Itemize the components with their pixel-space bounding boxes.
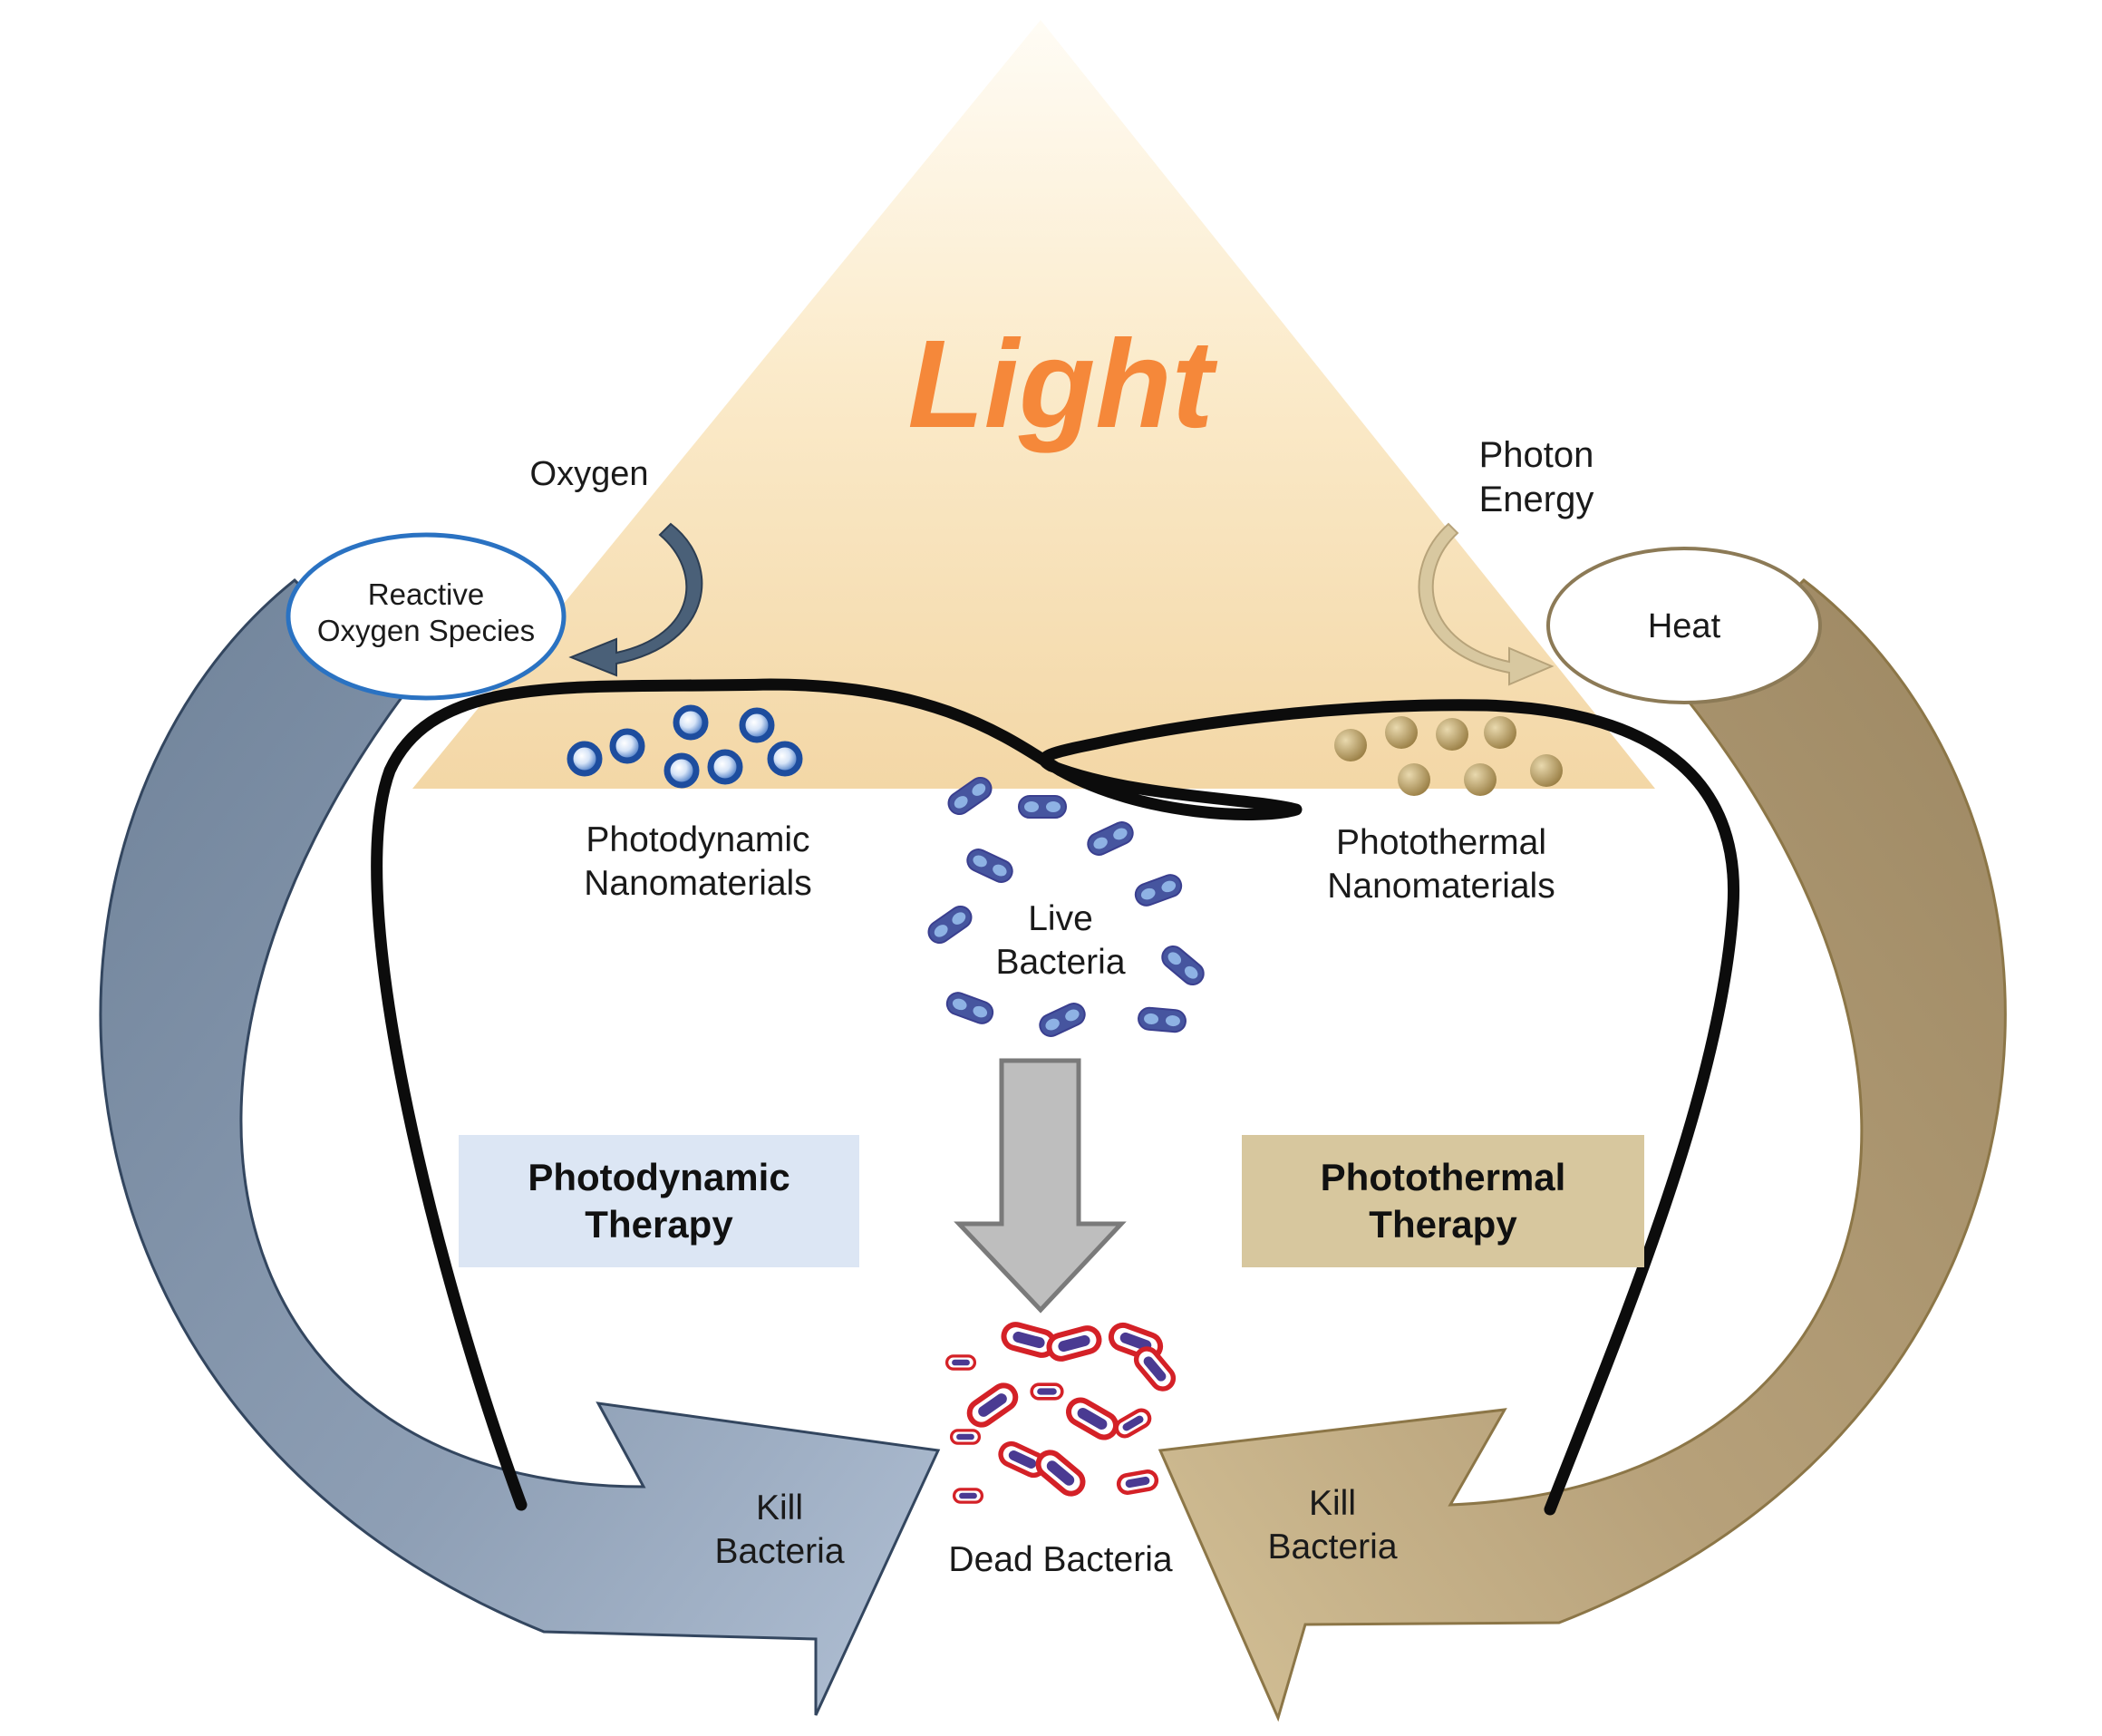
oxygen-arrow — [568, 522, 703, 677]
dead-bacteria-cluster — [944, 1322, 1178, 1504]
oxygen-label: Oxygen — [529, 455, 649, 493]
live-bacteria-line-1: Live — [1028, 899, 1093, 938]
photodynamic-therapy-box — [459, 1135, 859, 1267]
kill-left-line-1: Kill — [755, 1489, 803, 1527]
photodynamic-cycle-arrow — [99, 578, 941, 1716]
photodynamic-therapy-line-1: Photodynamic — [528, 1155, 790, 1198]
live-bacteria-label: Live Bacteria — [970, 897, 1151, 984]
photodynamic-nano-line-2: Nanomaterials — [584, 863, 812, 903]
photon-energy-line-2: Energy — [1478, 479, 1594, 519]
photodynamic-therapy-line-2: Therapy — [585, 1203, 733, 1246]
heat-label: Heat — [1647, 607, 1721, 645]
photothermal-therapy-label: Photothermal Therapy — [1242, 1135, 1644, 1267]
light-title: Light — [907, 315, 1214, 454]
photothermal-cycle-arrow — [1158, 578, 2007, 1722]
kill-bacteria-right-label: Kill Bacteria — [1228, 1482, 1437, 1568]
photon-energy-label: Photon Energy — [1441, 433, 1632, 522]
photothermal-nano-line-2: Nanomaterials — [1327, 866, 1555, 906]
photodynamic-therapy-label: Photodynamic Therapy — [459, 1135, 859, 1267]
ros-line-1: Reactive — [367, 577, 485, 611]
conversion-arrow — [954, 1058, 1127, 1314]
photothermal-nano-line-1: Photothermal — [1336, 823, 1546, 862]
ros-label: Reactive Oxygen Species — [290, 577, 562, 650]
photodynamic-nanoparticles — [567, 704, 803, 789]
photon-energy-line-1: Photon — [1478, 435, 1594, 475]
kill-right-line-1: Kill — [1308, 1484, 1356, 1523]
dead-bacteria-label: Dead Bacteria — [948, 1540, 1173, 1579]
kill-bacteria-left-label: Kill Bacteria — [675, 1487, 884, 1573]
photothermal-therapy-line-1: Photothermal — [1320, 1155, 1566, 1198]
photothermal-nanomaterials-label: Photothermal Nanomaterials — [1287, 821, 1595, 907]
photothermal-nanoparticles — [1334, 716, 1563, 796]
photodynamic-nano-line-1: Photodynamic — [586, 820, 810, 859]
photothermal-therapy-line-2: Therapy — [1369, 1203, 1517, 1246]
ros-ellipse — [286, 532, 567, 701]
live-bacteria-line-2: Bacteria — [995, 942, 1126, 982]
heat-ellipse — [1546, 547, 1822, 704]
tooth-outline — [371, 678, 1740, 1516]
photon-energy-arrow — [1418, 522, 1555, 686]
photodynamic-nanomaterials-label: Photodynamic Nanomaterials — [544, 819, 852, 905]
light-triangle — [412, 20, 1655, 789]
kill-left-line-2: Bacteria — [714, 1531, 845, 1571]
photothermal-therapy-box — [1242, 1135, 1644, 1267]
kill-right-line-2: Bacteria — [1267, 1527, 1398, 1566]
ros-line-2: Oxygen Species — [316, 614, 536, 648]
